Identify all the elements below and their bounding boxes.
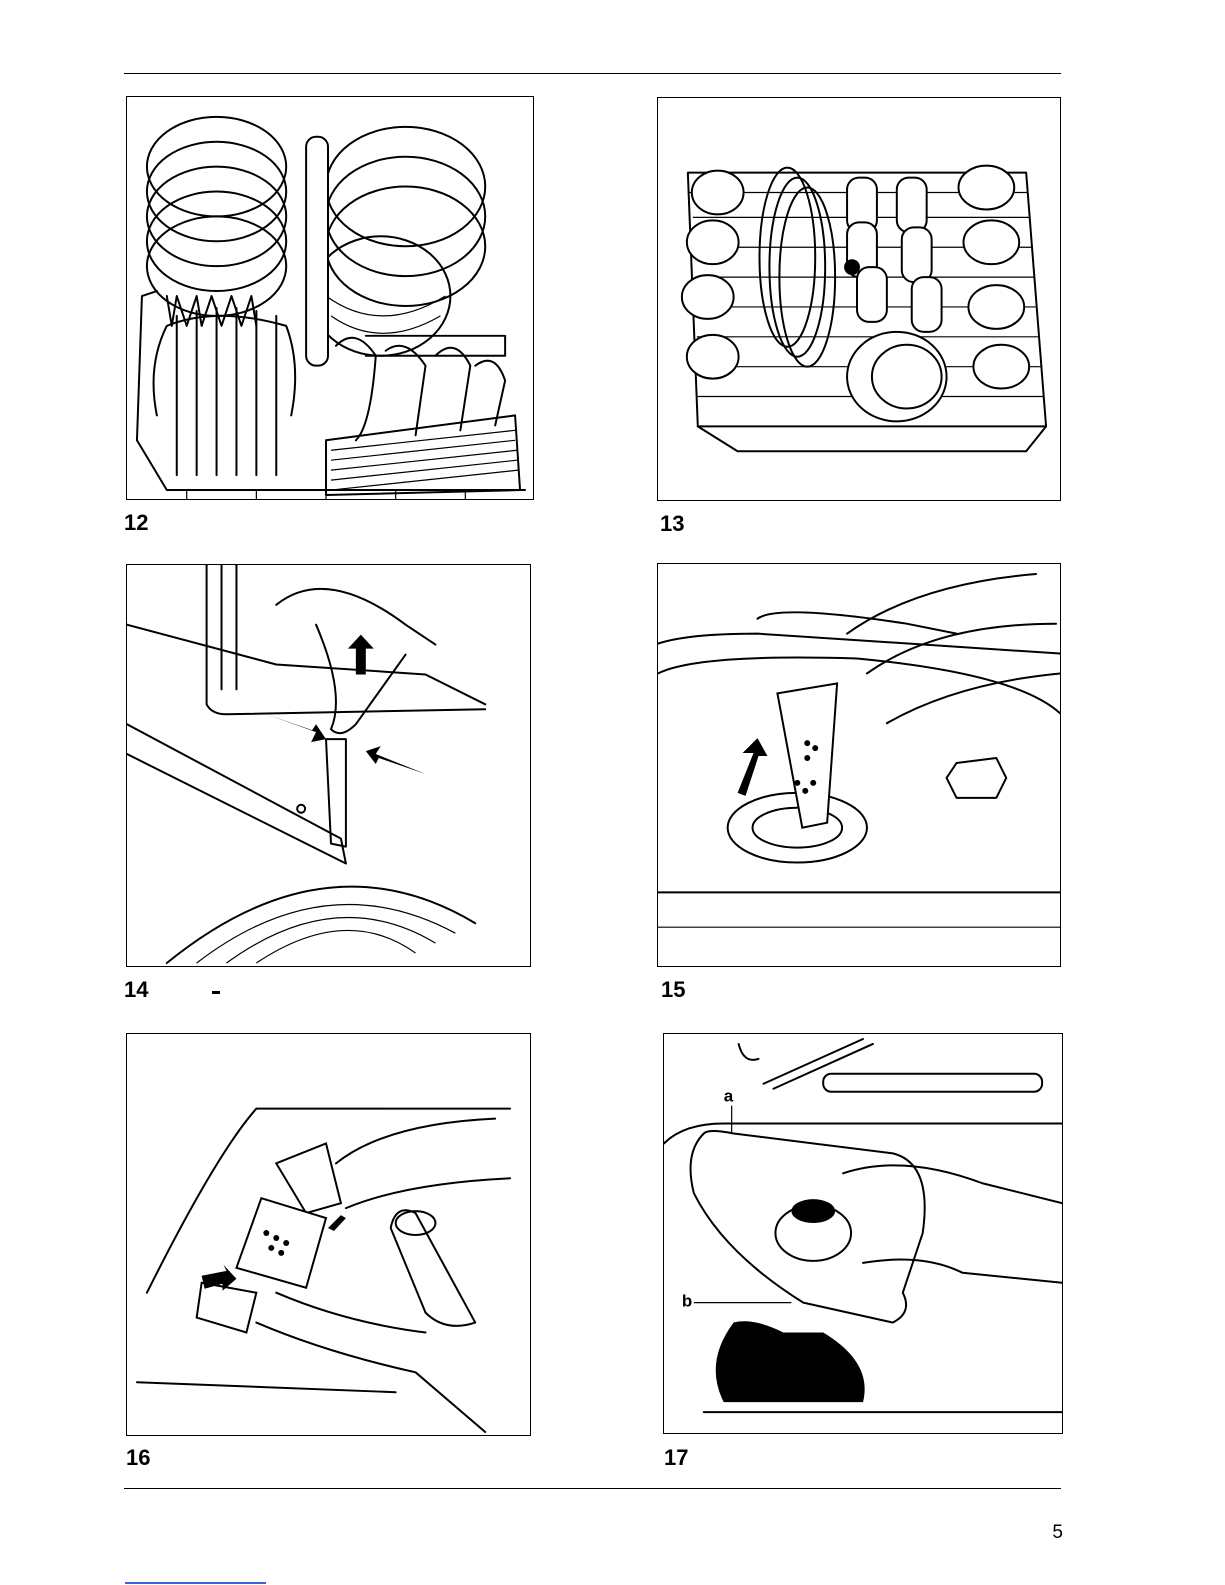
figure-16-filter-separation: [126, 1033, 531, 1436]
basket-wire: [137, 291, 525, 499]
figure-14-dash-mark: [212, 991, 220, 994]
figure-14-label: 14: [124, 979, 148, 1001]
figure-12-lower-basket: [126, 96, 534, 500]
filter-separation-illustration: [127, 1034, 530, 1435]
figure-17-label: 17: [664, 1447, 688, 1469]
upper-basket-illustration: [658, 98, 1060, 500]
top-rule: [124, 73, 1061, 74]
figure-16-label: 16: [126, 1447, 150, 1469]
page-number: 5: [1052, 1522, 1063, 1544]
callout-b: b: [682, 1292, 692, 1311]
figure-13-upper-basket: [657, 97, 1061, 501]
figure-14-basket-adjustment: [126, 564, 531, 967]
link-underline: [125, 1582, 266, 1584]
figure-13-label: 13: [660, 513, 684, 535]
plates-back-row: [147, 117, 286, 316]
figure-12-label: 12: [124, 512, 148, 534]
cutlery-basket: [326, 336, 520, 495]
figure-17-coarse-filter: a b: [663, 1033, 1063, 1434]
filter-removal-illustration: [658, 564, 1060, 966]
bottom-rule: [124, 1488, 1061, 1489]
basket-adjustment-illustration: [127, 565, 530, 966]
coarse-filter-illustration: a b: [664, 1034, 1062, 1433]
callout-a: a: [724, 1087, 734, 1106]
figure-15-label: 15: [661, 979, 685, 1001]
lower-basket-illustration: [127, 97, 533, 499]
glasses: [847, 178, 942, 332]
figure-15-filter-removal: [657, 563, 1061, 967]
bowls: [311, 127, 485, 356]
plates-front-row: [154, 296, 296, 475]
